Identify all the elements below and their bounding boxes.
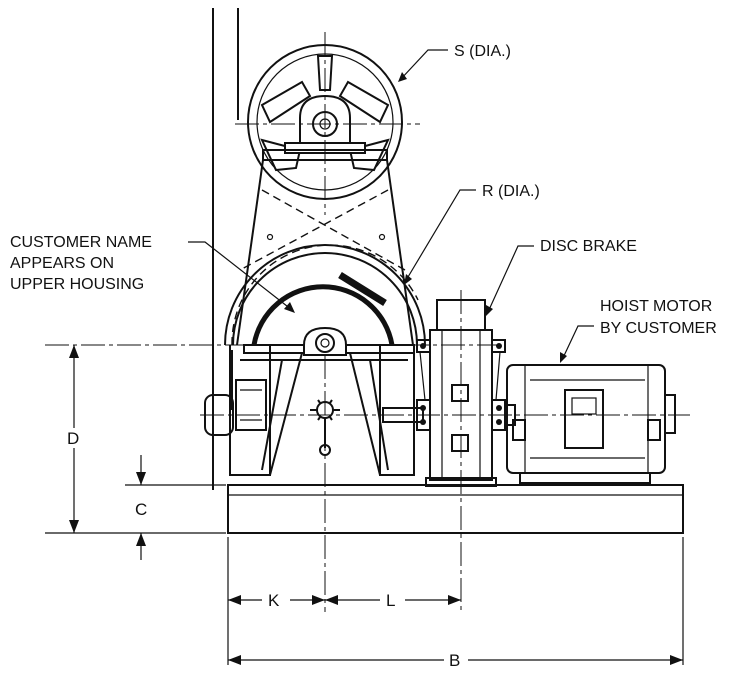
drum-outline	[224, 244, 426, 346]
drum-housing	[204, 326, 424, 476]
drum-diameter-label: R (DIA.)	[482, 183, 540, 200]
customer-name-label-line3: UPPER HOUSING	[10, 276, 144, 293]
disc-brake-leader	[487, 245, 534, 313]
sheave-leader	[399, 49, 448, 81]
upper-housing	[236, 149, 414, 346]
dimension-d-label: D	[67, 429, 79, 448]
drum-leader	[404, 189, 476, 283]
hoist-motor-label-line1: HOIST MOTOR	[600, 298, 712, 315]
hoist-motor-label-line2: BY CUSTOMER	[600, 320, 717, 337]
hoist-motor	[506, 364, 676, 484]
disc-brake-label: DISC BRAKE	[540, 238, 637, 255]
customer-name-label-line2: APPEARS ON	[10, 255, 114, 272]
base-plate	[227, 484, 684, 534]
dimension-c	[125, 455, 226, 560]
left-frame-lines	[212, 8, 239, 490]
dimension-l-label: L	[386, 591, 395, 610]
customer-name-leader	[188, 241, 293, 311]
dimension-k	[228, 595, 325, 605]
dimension-d	[45, 345, 226, 534]
dimension-b	[228, 655, 683, 665]
dimension-k-label: K	[268, 591, 280, 610]
hoist-motor-leader	[561, 325, 594, 361]
dimension-b-label: B	[449, 651, 460, 670]
disc-brake-assembly	[416, 299, 516, 487]
sheave-diameter-label: S (DIA.)	[454, 43, 511, 60]
upper-sheave	[235, 32, 420, 215]
dimension-c-label: C	[135, 500, 147, 519]
dimension-l	[325, 595, 461, 605]
customer-name-label-line1: CUSTOMER NAME	[10, 234, 152, 251]
